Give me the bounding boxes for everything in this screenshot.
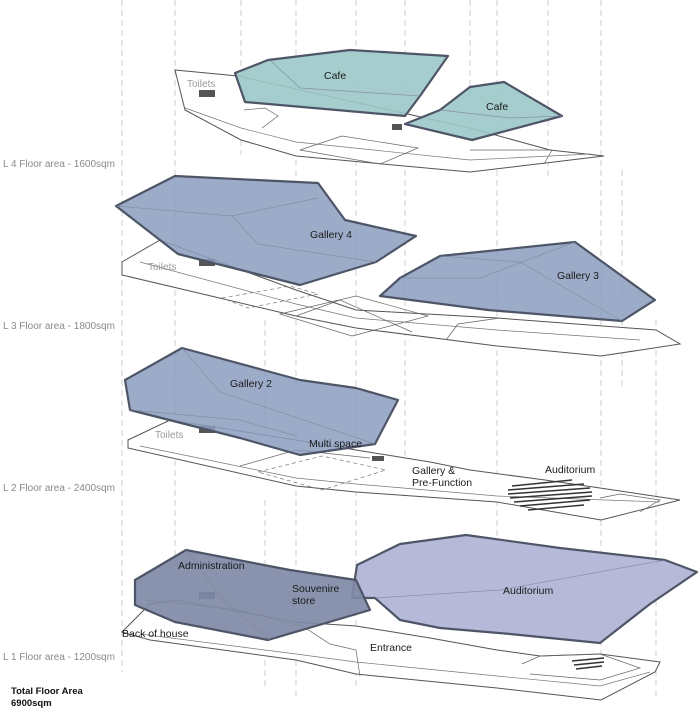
- level-2: Toilets Gallery 2 Multi space Gallery & …: [3, 346, 681, 521]
- l4-cafe-block-a: [233, 48, 450, 118]
- l1-entrance-label: Entrance: [370, 642, 412, 654]
- l3-gallery4-block: [114, 174, 418, 287]
- l2-multi-space-label: Multi space: [309, 438, 362, 450]
- level-1: Administration Souvenire store Back of h…: [3, 533, 699, 701]
- l2-floor-area-label: L 2 Floor area - 2400sqm: [3, 483, 115, 494]
- level-3: Toilets Gallery 4 Gallery 3 L 3 Floor ar…: [3, 174, 682, 357]
- l1-auditorium-seating: [571, 657, 605, 670]
- l1-souvenire-label-2: store: [292, 595, 316, 607]
- l2-auditorium-label: Auditorium: [545, 464, 595, 476]
- l1-administration-label: Administration: [178, 560, 245, 572]
- l1-floor-area-label: L 1 Floor area - 1200sqm: [3, 652, 115, 663]
- l4-toilets-label: Toilets: [187, 79, 215, 90]
- l1-auditorium-label: Auditorium: [503, 585, 553, 597]
- l4-toilet-fixture: [199, 90, 215, 97]
- total-floor-area: Total Floor Area 6900sqm: [11, 686, 84, 709]
- l4-cafe-b-label: Cafe: [486, 101, 508, 113]
- total-floor-area-title: Total Floor Area: [11, 686, 84, 697]
- l1-administration-block: [133, 548, 372, 642]
- l2-auditorium-seating: [507, 479, 593, 511]
- l2-gallery-prefunction-label-2: Pre-Function: [412, 477, 472, 489]
- l1-back-of-house-label: Back of house: [122, 628, 189, 640]
- l3-floor-area-label: L 3 Floor area - 1800sqm: [3, 321, 115, 332]
- l3-gallery3-label: Gallery 3: [557, 270, 599, 282]
- l2-gallery2-block: [123, 346, 400, 457]
- l1-souvenire-label-1: Souvenire: [292, 583, 339, 595]
- l2-floor-slab: [127, 419, 681, 521]
- l1-auditorium-block: [350, 533, 699, 645]
- level-4: Toilets Cafe Cafe L 4 Floor area - 1600s…: [3, 48, 605, 173]
- total-floor-area-value: 6900sqm: [11, 698, 52, 709]
- l4-cafe-a-label: Cafe: [324, 70, 346, 82]
- l2-gallery2-label: Gallery 2: [230, 378, 272, 390]
- l2-toilets-label: Toilets: [155, 430, 183, 441]
- l3-toilets-label: Toilets: [148, 262, 176, 273]
- l2-gallery-prefunction-label-1: Gallery &: [412, 465, 455, 477]
- l3-gallery4-label: Gallery 4: [310, 229, 352, 241]
- l3-gallery3-block: [378, 240, 657, 323]
- l4-floor-area-label: L 4 Floor area - 1600sqm: [3, 159, 115, 170]
